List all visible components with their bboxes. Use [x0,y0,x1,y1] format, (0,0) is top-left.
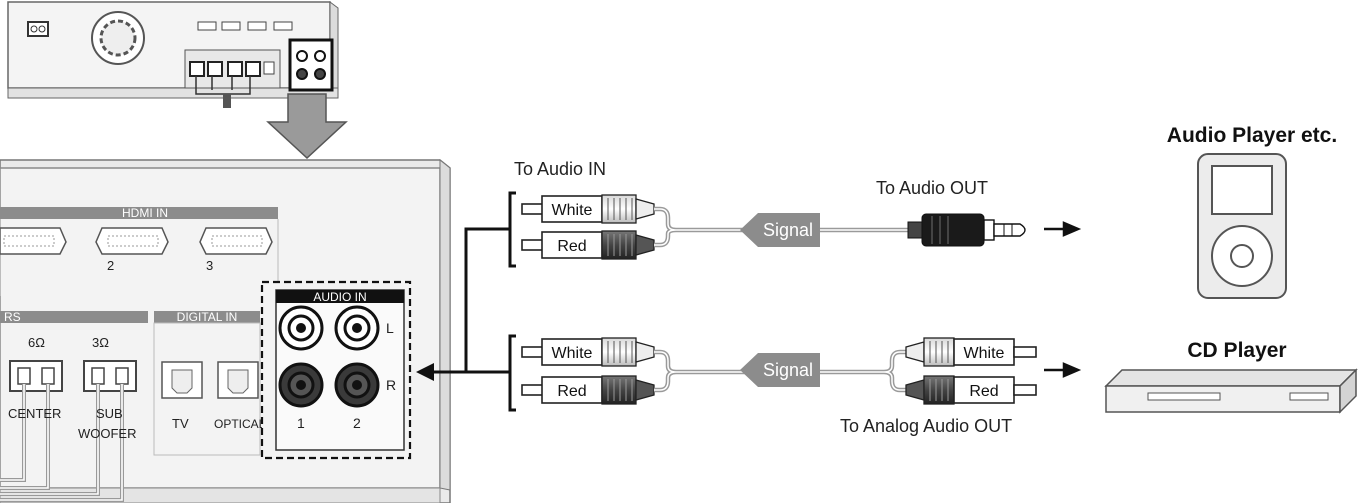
audio-player-icon [1197,153,1287,299]
mini-plug [907,213,1026,247]
svg-text:Signal: Signal [763,220,813,240]
impedance-center: 6Ω [28,335,45,350]
rca-jack-2-l [334,305,380,351]
audio-player-label: Audio Player etc. [1167,124,1337,147]
svg-text:Red: Red [557,238,586,255]
sub-label: SUB [96,406,123,421]
speakers-label: RS [4,310,21,324]
connection-bracket [416,191,516,412]
speaker-terminal-sub [83,360,137,392]
input-1-label: 1 [297,415,305,431]
svg-text:White: White [552,345,593,362]
rca-plug-white-upper: White [521,194,655,224]
rca-jack-1-r [278,362,324,408]
optical-label: OPTICAL [214,417,266,431]
tv-label: TV [172,416,189,431]
hdmi-in-label: HDMI IN [122,206,168,220]
arrow-right-icon [1044,221,1082,237]
rca-plug-red-lower-right: Red [905,375,1037,405]
optical-port-optical [217,361,259,399]
svg-text:White: White [964,345,1005,362]
signal-arrow-lower: Signal [740,353,820,387]
hdmi-port-2-label: 2 [107,258,114,273]
to-analog-audio-out-label: To Analog Audio OUT [840,416,1012,436]
rca-jack-2-r [334,362,380,408]
optical-port-tv [161,361,203,399]
impedance-sub: 3Ω [92,335,109,350]
rca-plug-white-lower-right: White [905,337,1037,367]
hdmi-port [199,227,273,255]
signal-arrow-upper: Signal [740,213,820,247]
speaker-terminal-center [9,360,63,392]
svg-text:Red: Red [969,383,998,400]
digital-in-label: DIGITAL IN [177,310,238,324]
rca-jack-1-l [278,305,324,351]
to-audio-in-label: To Audio IN [514,159,606,179]
input-2-label: 2 [353,415,361,431]
hdmi-port-3-label: 3 [206,258,213,273]
svg-text:White: White [552,202,593,219]
cd-player-label: CD Player [1187,339,1286,362]
center-label: CENTER [8,406,61,421]
rear-panel: HDMI IN 2 3 RS 6Ω 3Ω [0,158,451,503]
rca-plug-red-upper: Red [521,230,655,260]
to-audio-out-label: To Audio OUT [876,178,988,198]
hdmi-port [0,227,67,255]
arrow-left-icon [416,363,434,381]
rca-plug-white-lower-left: White [521,337,655,367]
cd-player-icon [1104,368,1358,414]
audio-in-label: AUDIO IN [313,290,366,304]
hdmi-port [95,227,169,255]
rca-plug-red-lower-left: Red [521,375,655,405]
woofer-label: WOOFER [78,426,137,441]
receiver-thumbnail [7,1,339,108]
arrow-right-icon [1044,362,1082,378]
svg-text:Signal: Signal [763,360,813,380]
svg-text:Red: Red [557,383,586,400]
channel-l-label: L [386,320,394,336]
channel-r-label: R [386,377,396,393]
zoom-arrow-icon [266,93,348,160]
